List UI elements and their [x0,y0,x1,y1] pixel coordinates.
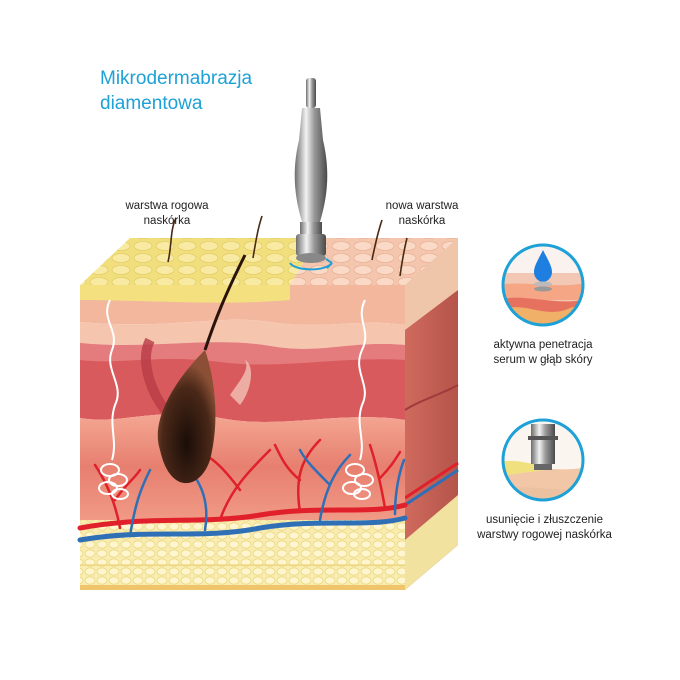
label-exfoliation-line-1: usunięcie i złuszczenie [486,514,603,526]
label-stratum-corneum-line-1: warstwa rogowa [125,200,209,212]
block-front-face [80,285,405,590]
exfoliation-tip-icon [528,424,558,470]
label-stratum-corneum: warstwa rogowa naskórka [112,199,222,229]
block-side-face [404,238,459,590]
label-serum-line-2: serum w głąb skóry [493,354,593,366]
blood-vessels [77,438,408,543]
label-exfoliation-line-2: warstwy rogowej naskórka [477,529,612,541]
title-line-2: diamentowa [100,93,203,114]
diamond-handpiece-icon [289,78,333,271]
block-top-face [80,238,458,285]
label-serum-penetration: aktywna penetracja serum w głąb skóry [473,338,613,368]
exfoliation-circle [501,418,585,502]
serum-penetration-circle [501,243,585,327]
hair-follicle [141,254,252,484]
sweat-glands [98,299,374,500]
label-exfoliation: usunięcie i złuszczenie warstwy rogowej … [462,513,627,543]
serum-drop-icon [534,250,552,282]
title-line-1: Mikrodermabrazja [100,68,253,89]
diagram-title: Mikrodermabrazja diamentowa [100,66,252,116]
label-new-layer-line-1: nowa warstwa [385,200,459,212]
surface-hairs [167,215,408,277]
label-serum-line-1: aktywna penetracja [493,339,593,351]
label-new-layer: nowa warstwa naskórka [372,199,472,229]
label-new-layer-line-2: naskórka [398,215,446,227]
label-stratum-corneum-line-2: naskórka [143,215,191,227]
